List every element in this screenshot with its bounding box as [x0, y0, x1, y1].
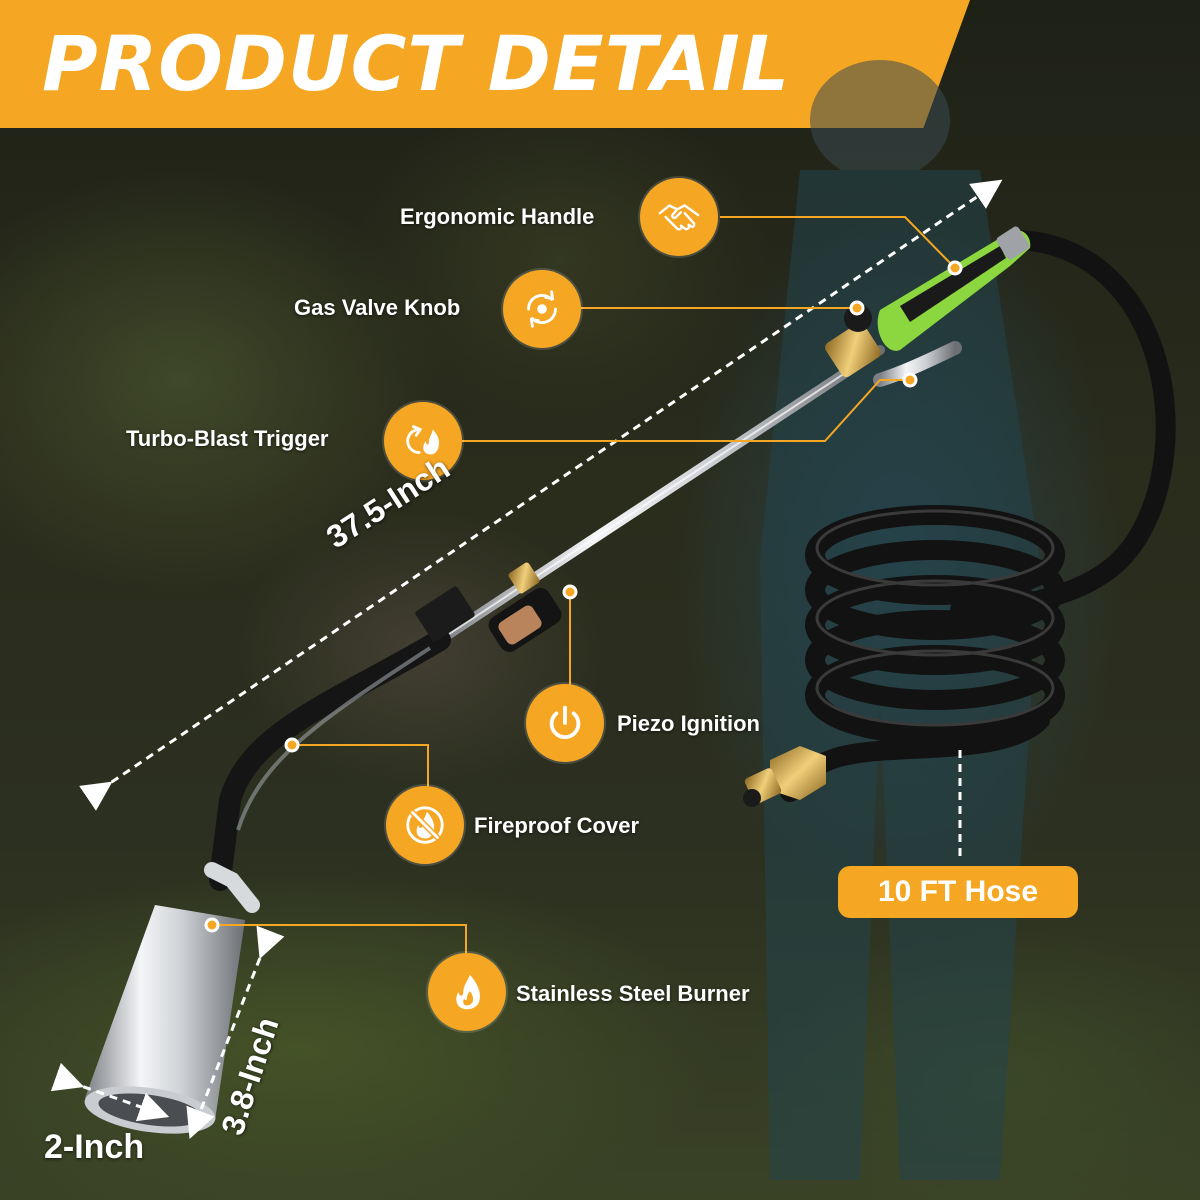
feature-label-gas-valve-knob: Gas Valve Knob: [294, 295, 461, 320]
flame-icon: [428, 953, 506, 1031]
page-title: PRODUCT DETAIL: [42, 19, 791, 108]
feature-label-piezo-ignition: Piezo Ignition: [617, 711, 760, 736]
dimension-arrows: [50, 179, 1003, 1139]
hose-length-badge: 10 FT Hose: [838, 866, 1078, 918]
feature-label-turbo-blast-trigger: Turbo-Blast Trigger: [126, 426, 329, 451]
title-banner: PRODUCT DETAIL: [0, 0, 1000, 128]
burner-length-arrow: [186, 925, 285, 1139]
callout-leaders: [212, 216, 956, 955]
burner-diameter-label: 2-Inch: [44, 1128, 145, 1166]
length-dimension-arrow: [79, 179, 1003, 811]
callout-dots: [204, 260, 963, 933]
leader-fireproof: [292, 744, 429, 790]
power-icon: [526, 684, 604, 762]
rotate-arrows-icon: [503, 270, 581, 348]
burner-diameter-arrow: [50, 1062, 170, 1122]
turbo-flame-icon: [384, 402, 462, 480]
no-fire-icon: [386, 786, 464, 864]
handshake-icon: [640, 178, 718, 256]
feature-label-stainless-steel-burner: Stainless Steel Burner: [516, 981, 750, 1006]
leader-burner: [212, 924, 467, 955]
feature-label-ergonomic-handle: Ergonomic Handle: [400, 204, 595, 229]
feature-label-fireproof-cover: Fireproof Cover: [474, 813, 640, 838]
leader-trigger: [460, 379, 910, 442]
leader-ergonomic-handle: [720, 216, 956, 269]
